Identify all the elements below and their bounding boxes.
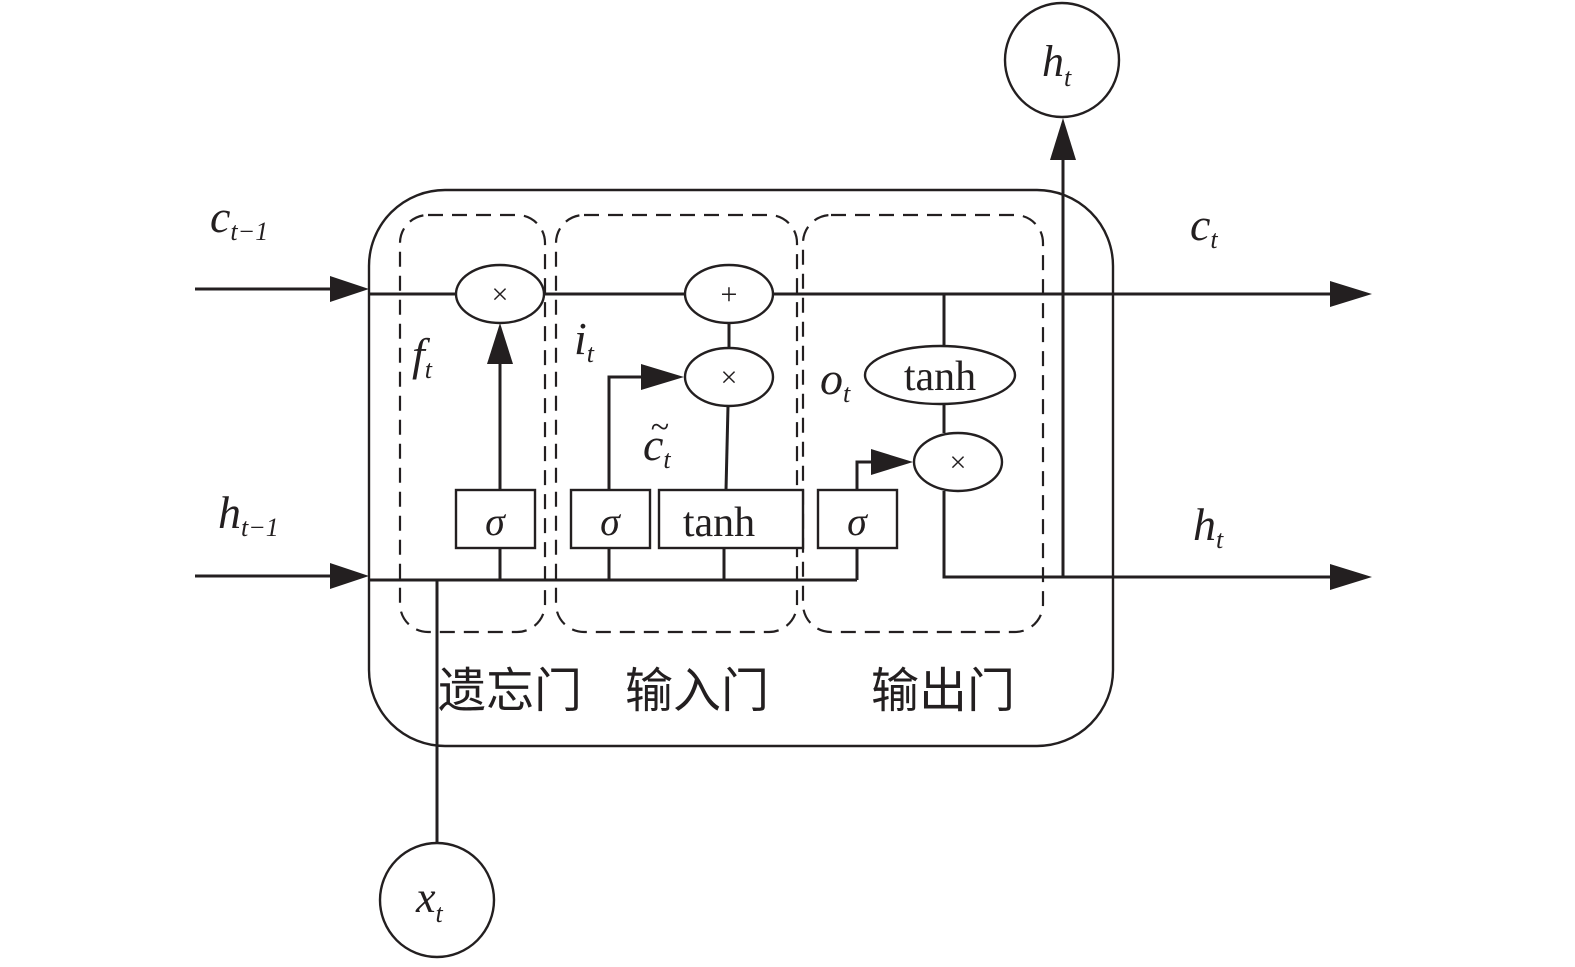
x-input-label: xt: [415, 873, 444, 928]
forget-gate-arrowhead: [487, 323, 513, 364]
hidden-output-line: [942, 491, 1330, 579]
candidate-label: ct: [643, 419, 671, 474]
forget-gate-label: 遗忘门: [438, 663, 582, 719]
output-gate-signal-label: ot: [820, 353, 851, 408]
sigma-label: σ: [600, 499, 621, 544]
forget-gate-group: [398, 213, 547, 634]
forget-gate-signal-label: ft: [412, 329, 433, 384]
hidden-prev-label: ht−1: [218, 487, 279, 542]
input-multiply-node: ×: [683, 346, 775, 408]
lstm-cell-boundary: [367, 188, 1115, 748]
add-symbol: +: [721, 278, 738, 311]
tilde-accent: ~: [651, 409, 669, 446]
hidden-output-label: ht: [1193, 499, 1224, 554]
forget-sigma-box: σ: [454, 488, 537, 550]
candidate-tanh-box: tanh: [657, 488, 805, 550]
add-node: +: [683, 263, 775, 325]
hidden-top-arrowhead: [1050, 118, 1076, 160]
hidden-output-node: ht: [1003, 1, 1121, 119]
tanh-label: tanh: [683, 500, 755, 546]
multiply-symbol: ×: [950, 446, 967, 479]
output-gate-label: 输出门: [871, 663, 1015, 719]
multiply-symbol: ×: [721, 361, 738, 394]
output-gate-line: [855, 460, 873, 490]
input-gate-line: [607, 375, 643, 490]
input-gate-signal-label: it: [574, 313, 595, 368]
sigma-label: σ: [485, 499, 506, 544]
input-gate-group: [554, 213, 799, 634]
cell-state-input-arrowhead: [330, 276, 369, 302]
output-tanh-node: tanh: [863, 344, 1017, 406]
candidate-signal-label: ~ ct: [643, 409, 671, 474]
output-multiply-node: ×: [912, 431, 1004, 493]
cell-prev-label: ct−1: [210, 191, 268, 246]
output-gate-arrowhead: [871, 449, 913, 475]
hidden-input-arrowhead: [330, 563, 369, 589]
multiply-symbol: ×: [492, 278, 509, 311]
cell-state-output-arrowhead: [1330, 281, 1372, 307]
candidate-line: [724, 405, 730, 491]
hidden-output-arrowhead: [1330, 564, 1372, 590]
input-gate-arrowhead: [641, 364, 684, 390]
input-sigma-box: σ: [569, 488, 652, 550]
cell-output-label: ct: [1190, 199, 1218, 254]
sigma-label: σ: [847, 499, 868, 544]
output-gate-group: [801, 213, 1045, 634]
tanh-label: tanh: [904, 354, 976, 400]
input-gate-label: 输入门: [625, 663, 769, 719]
x-input-node: xt: [378, 841, 496, 959]
forget-multiply-node: ×: [454, 263, 546, 325]
output-sigma-box: σ: [816, 488, 899, 550]
hidden-top-label: ht: [1042, 37, 1072, 92]
